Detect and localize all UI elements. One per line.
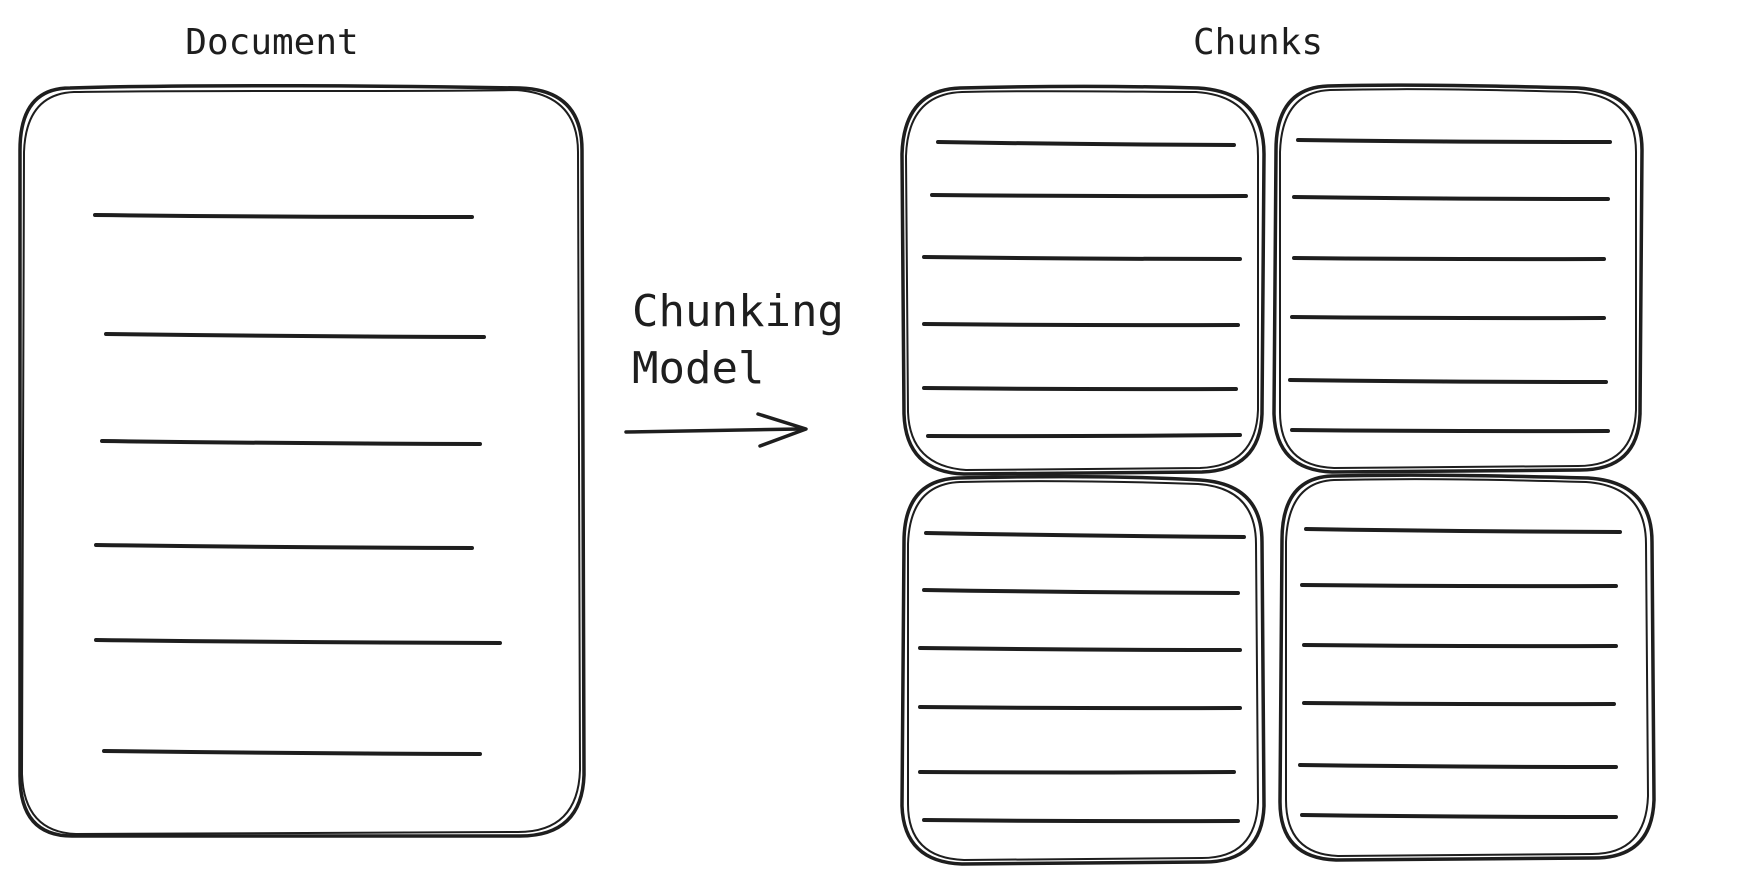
chunk-box-1 xyxy=(900,84,1266,476)
chunk-2-text-line xyxy=(1290,428,1610,434)
chunk-box-3 xyxy=(900,474,1266,866)
chunk-2-text-line xyxy=(1292,195,1610,201)
chunk-3-text-line xyxy=(918,646,1242,652)
chunk-4-text-line xyxy=(1302,643,1618,649)
document-text-line xyxy=(94,543,474,550)
arrow-right-icon xyxy=(624,412,808,448)
document-text-line xyxy=(94,638,502,645)
chunk-box-2 xyxy=(1272,83,1644,474)
chunk-2-text-line xyxy=(1296,138,1612,144)
chunk-1-text-line xyxy=(936,140,1236,147)
document-text-line xyxy=(102,749,482,756)
chunk-4-text-line xyxy=(1302,701,1616,707)
chunk-4-text-line xyxy=(1300,583,1618,589)
chunk-box-4 xyxy=(1278,473,1656,862)
chunk-2-text-line xyxy=(1292,256,1606,262)
chunk-2-text-line xyxy=(1290,315,1606,321)
chunk-3-text-line xyxy=(918,770,1236,775)
chunk-2-text-line xyxy=(1288,378,1608,384)
chunking-label-line1: Chunking xyxy=(632,286,844,337)
chunk-3-text-line xyxy=(922,818,1240,824)
chunks-title: Chunks xyxy=(1193,22,1323,63)
chunk-lines xyxy=(918,138,1622,824)
chunk-1-text-line xyxy=(926,433,1242,439)
document-box xyxy=(18,83,586,838)
chunk-1-text-line xyxy=(922,386,1238,392)
chunk-4-text-line xyxy=(1298,763,1618,769)
chunk-1-text-line xyxy=(930,193,1248,199)
chunk-3-text-line xyxy=(924,531,1246,539)
chunk-3-text-line xyxy=(922,588,1240,595)
chunk-3-text-line xyxy=(918,705,1242,711)
document-text-line xyxy=(93,213,474,219)
chunk-4-text-line xyxy=(1300,813,1618,819)
document-title: Document xyxy=(185,22,358,63)
chunk-4-text-line xyxy=(1304,527,1622,534)
chunking-label-line2: Model xyxy=(632,343,764,394)
document-lines xyxy=(93,213,502,756)
chunk-1-text-line xyxy=(922,322,1240,328)
document-text-line xyxy=(100,439,482,446)
document-text-line xyxy=(104,332,486,339)
chunk-1-text-line xyxy=(922,255,1242,261)
